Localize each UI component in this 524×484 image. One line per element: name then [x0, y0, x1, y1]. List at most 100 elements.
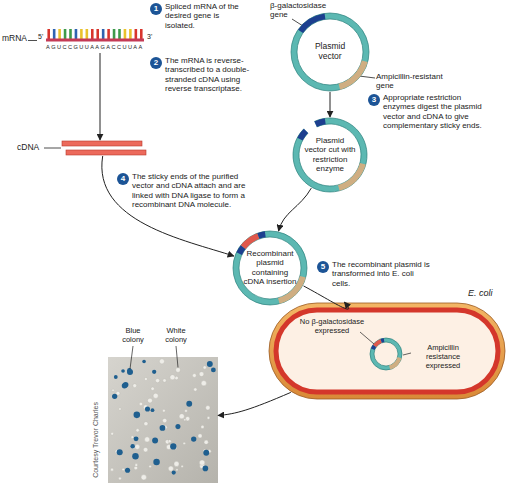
blue-colony [134, 436, 139, 441]
gene-label: β-galactosidase gene [270, 1, 332, 20]
white-colony [119, 408, 122, 411]
strand-label: mRNA [2, 34, 27, 44]
blue-colony [112, 394, 117, 399]
white-colony [183, 442, 185, 444]
ecoli-cell: E. coliNo β-galactosidase expressedAmpic… [268, 302, 506, 400]
ring-edge [370, 338, 402, 370]
callout-number: 5 [317, 261, 329, 273]
gene-segment [373, 346, 375, 349]
white-colony [174, 461, 179, 466]
step-text: The sticky ends of the purified vector a… [132, 172, 250, 210]
flow-arrow [304, 286, 349, 309]
blue-colony [125, 468, 130, 473]
white-colony [168, 440, 171, 443]
base-tick [129, 29, 132, 39]
white-colony [143, 447, 148, 452]
base-tick [58, 29, 61, 39]
gene-segment [300, 131, 306, 139]
base-tick [69, 29, 72, 39]
blue-colony [152, 370, 156, 374]
blue-colony [151, 408, 155, 412]
node-shape [108, 357, 218, 483]
gene-segment [301, 16, 325, 31]
blue-colony [153, 459, 159, 465]
dna-strand [62, 141, 142, 146]
white-colony [135, 464, 138, 467]
blue-colony [127, 369, 133, 375]
cell-membrane [276, 310, 498, 392]
base-tick [140, 29, 143, 39]
blue-colony [114, 375, 118, 379]
plasmid-circle: Plasmid vector [290, 12, 370, 92]
blue-colony [186, 401, 192, 407]
blue-colony [211, 367, 216, 372]
blue-colony [152, 438, 158, 444]
blue-colony [132, 453, 139, 460]
flow-arrow [279, 188, 312, 231]
plasmid-label: Recombinant plasmid containing cDNA inse… [241, 249, 299, 287]
blue-colony [203, 450, 209, 456]
ring-edge [374, 342, 398, 366]
base-tick [102, 29, 105, 39]
plasmid-label: Plasmid vector cut with restriction enzy… [304, 136, 356, 174]
mrna-strand: mRNA5'AGUCCGUUAAGACCUUAA3' [46, 28, 144, 53]
ring-edge [297, 19, 363, 85]
base-tick [107, 29, 110, 39]
photo-credit: Courtesy Trevor Charles [92, 402, 100, 478]
white-colony [204, 440, 208, 444]
blue-colony [203, 466, 209, 472]
step-text: The mRNA is reverse-transcribed to a dou… [165, 56, 257, 94]
leader-line [359, 76, 375, 78]
leader-line [292, 19, 303, 26]
base-tick [96, 29, 99, 39]
blue-colony [134, 412, 141, 419]
blue-colony [207, 361, 213, 367]
white-colony [201, 425, 204, 428]
cell-label: E. coli [468, 288, 493, 299]
base-tick [118, 29, 121, 39]
white-colony [144, 422, 148, 426]
gene-segment [339, 61, 364, 86]
white-colony [206, 406, 210, 410]
white-colony [163, 379, 166, 382]
blue-colony [175, 424, 180, 429]
base-tick [135, 29, 138, 39]
base-tick [47, 29, 50, 39]
white-colony [145, 437, 150, 442]
blue-colony [160, 425, 166, 431]
blue-colony [130, 444, 134, 448]
white-colony [184, 419, 186, 421]
white-colony [122, 468, 125, 471]
ring-edge [291, 13, 369, 91]
plate-photo [108, 357, 218, 483]
white-colony [111, 432, 114, 435]
white-colony [131, 436, 134, 439]
colony-label: White colony [156, 327, 196, 345]
white-colony [155, 378, 159, 382]
white-colony [112, 389, 114, 391]
white-colony [176, 368, 181, 373]
leader-line [360, 332, 374, 344]
step-text: The recombinant plasmid is transformed i… [332, 260, 432, 288]
plasmid-ring [372, 340, 400, 368]
expression-note: Ampicillin resistance expressed [410, 344, 476, 370]
expression-note: No β-galactosidase expressed [298, 318, 366, 336]
flow-arrow [330, 92, 331, 117]
rna-backbone [46, 39, 144, 42]
node-shape [62, 140, 146, 156]
white-colony [110, 468, 113, 471]
white-colony [162, 418, 166, 422]
plasmid-ring [296, 121, 364, 189]
blue-colony [117, 449, 123, 455]
sequence-text: AGUCCGUUAAGACCUUAA [46, 44, 144, 51]
white-colony [118, 477, 121, 480]
white-colony [179, 414, 184, 419]
base-tick [86, 29, 89, 39]
white-colony [192, 374, 196, 378]
white-colony [181, 465, 183, 467]
cdna-strand: cDNA [62, 140, 146, 156]
callout-number: 1 [150, 3, 162, 15]
white-colony [159, 359, 164, 364]
